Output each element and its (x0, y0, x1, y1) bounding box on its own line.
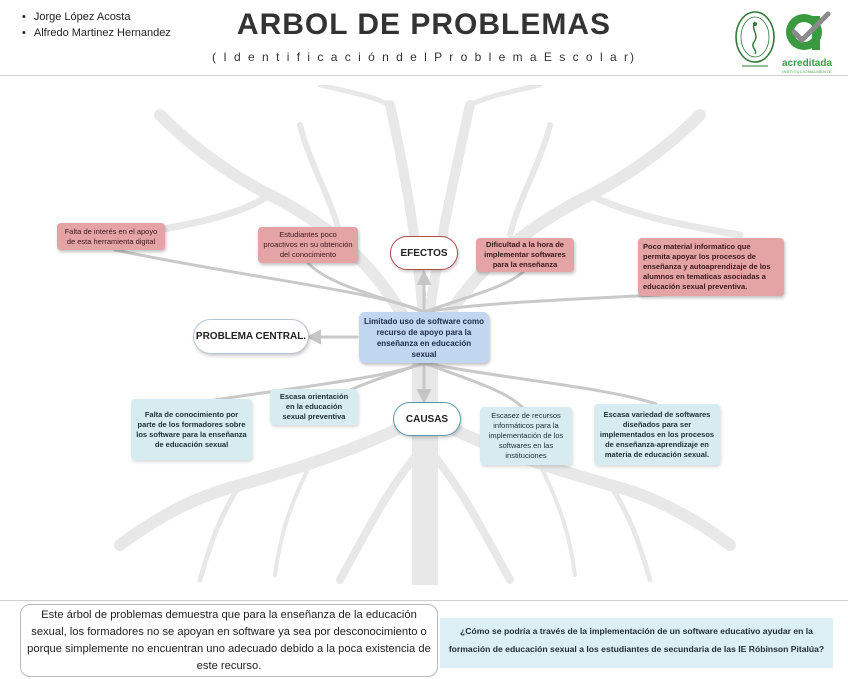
university-seal-icon (735, 11, 775, 67)
effect-box-3: Dificultad a la hora de implementar soft… (476, 238, 574, 272)
cause-text-4: Escasa variedad de softwares diseñados p… (599, 409, 715, 459)
effect-box-4: Poco material informatico que permita ap… (638, 238, 784, 296)
author-1: Jorge López Acosta (22, 9, 171, 25)
page-subtitle: ( I d e n t i f i c a c i ó n d e l P r … (212, 50, 636, 64)
page-title: ARBOL DE PROBLEMAS (236, 8, 612, 41)
efectos-label: EFECTOS (390, 236, 458, 270)
effect-text-1: Falta de interés en el apoyo de esta her… (64, 226, 158, 246)
problema-central-label-text: PROBLEMA CENTRAL. (195, 331, 307, 342)
effect-box-1: Falta de interés en el apoyo de esta her… (57, 223, 165, 250)
accreditation-subtext: INSTITUCIONALMENTE (782, 69, 832, 74)
cause-text-2: Escasa orientación en la educación sexua… (279, 392, 349, 421)
central-problem-box: Limitado uso de software como recurso de… (359, 312, 489, 363)
author-2: Alfredo Martinez Hernandez (22, 25, 171, 41)
accreditation-text: acreditada (782, 58, 833, 69)
footer-divider (0, 600, 848, 601)
causas-label-text: CAUSAS (405, 413, 449, 425)
accreditation-check-icon (786, 11, 831, 50)
accreditation-logo: acreditada INSTITUCIONALMENTE (782, 10, 833, 74)
effect-text-4: Poco material informatico que permita ap… (643, 242, 771, 291)
problema-central-label: PROBLEMA CENTRAL. (193, 319, 309, 354)
cause-text-3: Escasez de recursos informáticos para la… (488, 411, 564, 460)
effect-text-2: Estudiantes poco proactivos en su obtenc… (263, 230, 353, 259)
cause-box-1: Falta de conocimiento por parte de los f… (131, 399, 252, 460)
effect-text-3: Dificultad a la hora de implementar soft… (484, 240, 566, 269)
causas-label: CAUSAS (393, 402, 461, 436)
cause-box-3: Escasez de recursos informáticos para la… (480, 407, 572, 465)
central-problem-text: Limitado uso de software como recurso de… (364, 316, 485, 359)
cause-text-1: Falta de conocimiento por parte de los f… (136, 409, 247, 449)
research-question: ¿Cómo se podría a través de la implement… (440, 618, 833, 668)
cause-box-2: Escasa orientación en la educación sexua… (270, 389, 358, 425)
cause-box-4: Escasa variedad de softwares diseñados p… (594, 404, 720, 465)
summary-text: Este árbol de problemas demuestra que pa… (20, 604, 438, 677)
authors-list: Jorge López Acosta Alfredo Martinez Hern… (22, 9, 171, 41)
header-divider (0, 75, 848, 76)
effect-box-2: Estudiantes poco proactivos en su obtenc… (258, 227, 358, 263)
efectos-label-text: EFECTOS (400, 247, 448, 259)
